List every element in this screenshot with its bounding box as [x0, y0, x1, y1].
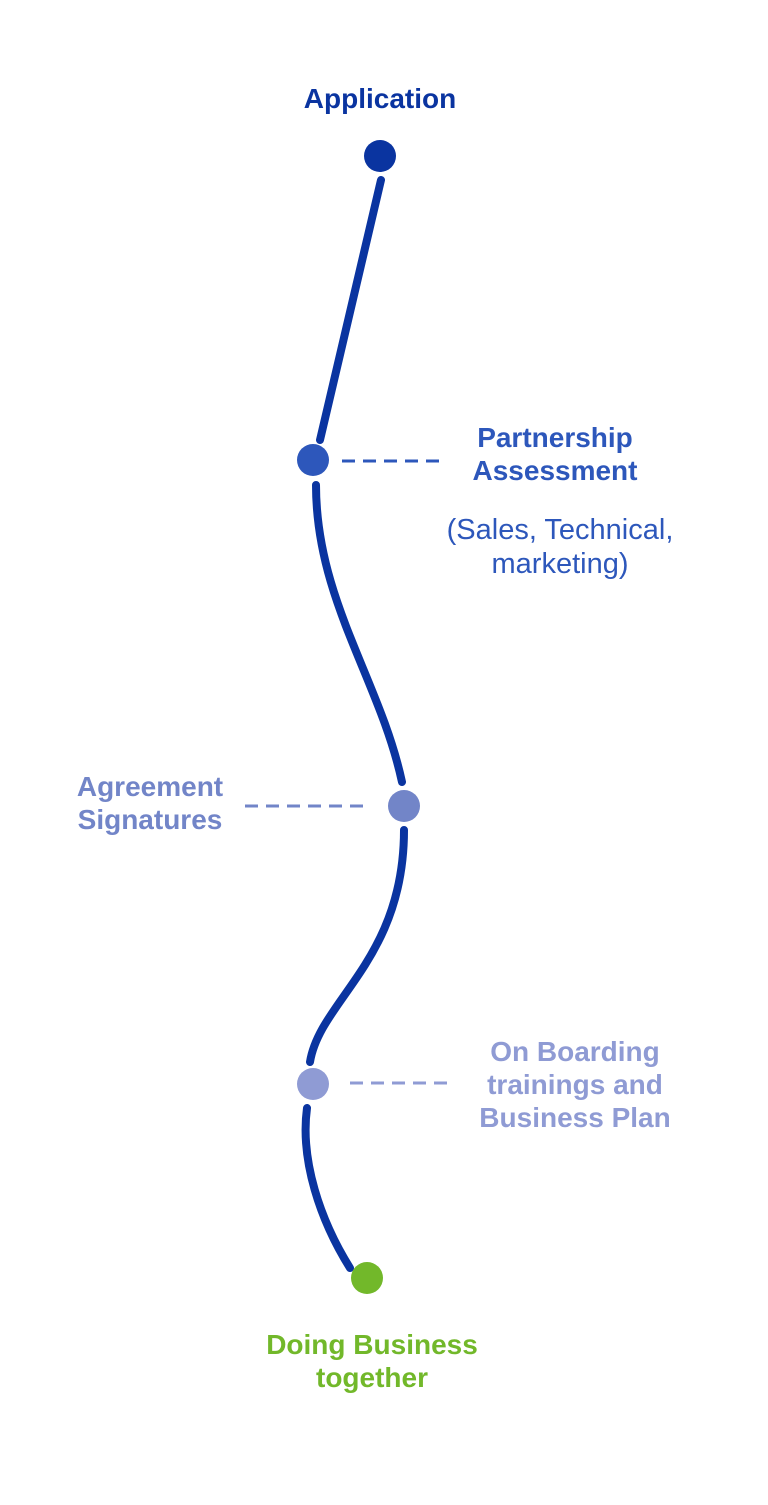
milestone-dot-agreement — [388, 790, 420, 822]
step-application-label: Application — [230, 82, 530, 115]
step-assessment-detail: (Sales, Technical, marketing) — [400, 513, 720, 581]
step-agreement-line-2: Signatures — [77, 804, 223, 835]
step-assessment-detail-line-1: (Sales, Technical, — [446, 514, 674, 546]
step-onboarding-line-3: Business Plan — [479, 1102, 671, 1133]
milestone-dot-onboarding — [297, 1068, 329, 1100]
milestone-dot-application — [364, 140, 396, 172]
step-onboarding-line-2: trainings and — [487, 1069, 663, 1100]
step-assessment-label: Partnership Assessment — [405, 421, 705, 487]
step-doing-business-label: Doing Business together — [222, 1328, 522, 1394]
step-assessment-line-2: Assessment — [472, 455, 638, 486]
milestone-dot-assessment — [297, 444, 329, 476]
step-assessment-detail-line-2: marketing) — [491, 548, 629, 580]
step-application-line: Application — [303, 83, 457, 114]
step-assessment-line-1: Partnership — [477, 422, 633, 453]
step-onboarding-line-1: On Boarding — [490, 1036, 660, 1067]
step-onboarding-label: On Boarding trainings and Business Plan — [440, 1035, 710, 1134]
milestone-dot-doing-business — [351, 1262, 383, 1294]
step-agreement-label: Agreement Signatures — [40, 770, 260, 836]
step-agreement-line-1: Agreement — [76, 771, 224, 802]
roadmap-route-line — [301, 176, 408, 1272]
step-doing-business-line-2: together — [316, 1362, 428, 1393]
step-doing-business-line-1: Doing Business — [266, 1329, 478, 1360]
